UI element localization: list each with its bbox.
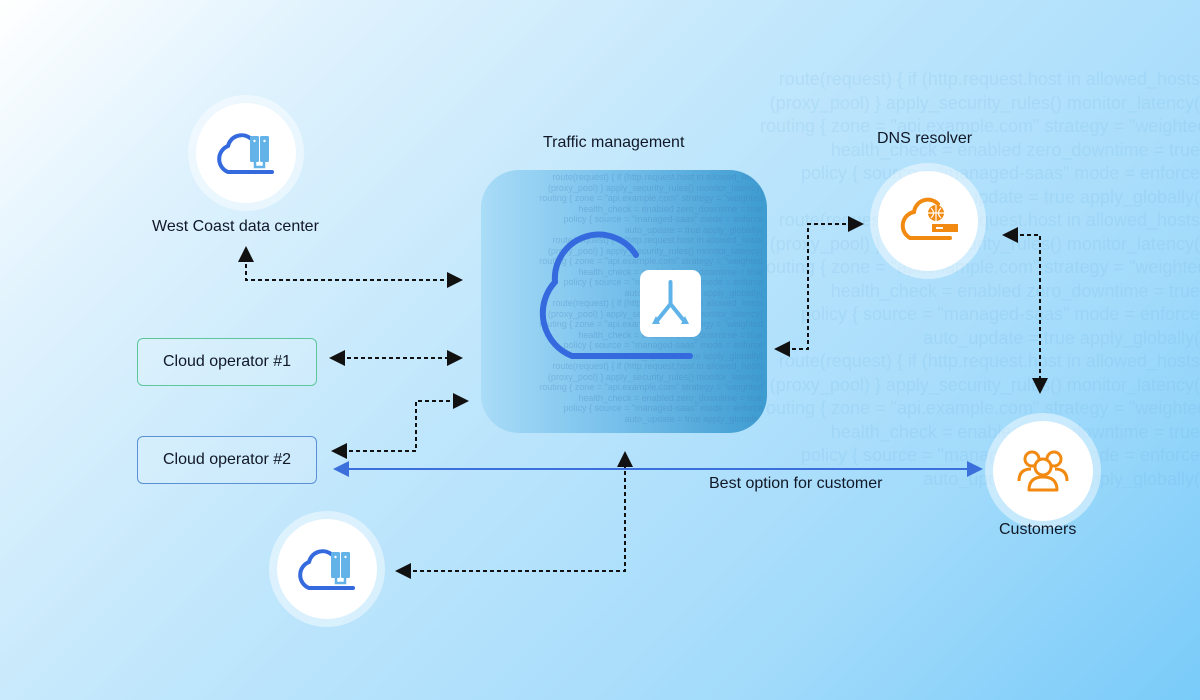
edge-bottomdc-traffic	[395, 451, 633, 579]
background-code-line: route(request) { if (http.request.host i…	[778, 351, 1200, 371]
code-line: routing { zone = "api.example.com" strat…	[539, 193, 763, 203]
best-option-label: Best option for customer	[709, 475, 883, 492]
customers-label: Customers	[999, 521, 1077, 538]
code-line: auto_update = true apply_globally(	[624, 224, 763, 235]
background-code-line: (proxy_pool) } apply_security_rules() mo…	[769, 233, 1200, 254]
code-line: (proxy_pool) } apply_security_rules() mo…	[547, 182, 763, 193]
cloud-server-icon	[217, 133, 274, 174]
west-coast-data-center-label: West Coast data center	[152, 218, 319, 235]
background-code-line: routing { zone = "api.example.com" strat…	[760, 116, 1200, 136]
background-code-line: health_check = enabled zero_downtime = t…	[830, 139, 1200, 160]
edge-dns-customers	[1002, 227, 1048, 394]
code-line: (proxy_pool) } apply_security_rules() mo…	[547, 371, 763, 382]
background-code-line: routing { zone = "api.example.com" strat…	[760, 398, 1200, 418]
bottom-data-center-node[interactable]	[269, 511, 385, 627]
cloud-operator-2-box[interactable]: Cloud operator #2	[137, 436, 317, 484]
background-code-line: auto_update = true apply_globally(	[923, 327, 1200, 348]
dns-resolver-label: DNS resolver	[877, 130, 973, 147]
code-line: routing { zone = "api.example.com" strat…	[539, 382, 763, 392]
cloud-dns-globe-icon	[900, 197, 958, 240]
traffic-management-title: Traffic management	[543, 134, 685, 151]
edge-westcoast-traffic	[238, 246, 463, 288]
traffic-split-icon	[640, 270, 701, 337]
code-line: route(request) { if (http.request.host i…	[552, 361, 763, 371]
cloud-operator-2-label: Cloud operator #2	[162, 451, 292, 468]
background-code-line: (proxy_pool) } apply_security_rules() mo…	[769, 92, 1200, 113]
code-line: route(request) { if (http.request.host i…	[552, 172, 763, 182]
code-line: health_check = enabled zero_downtime = t…	[578, 392, 763, 403]
cloud-operator-1-box[interactable]: Cloud operator #1	[137, 338, 317, 386]
code-line: auto_update = true apply_globally(	[624, 350, 763, 361]
edge-operator2-traffic	[331, 393, 469, 459]
dns-resolver-node[interactable]	[870, 163, 986, 279]
background-code-line: policy { source = "managed-saas" mode = …	[800, 304, 1200, 324]
cloud-operator-1-label: Cloud operator #1	[162, 353, 292, 370]
customers-node[interactable]	[985, 413, 1101, 529]
west-coast-data-center-node[interactable]	[188, 95, 304, 211]
users-group-icon	[1017, 450, 1069, 492]
background-code-line: route(request) { if (http.request.host i…	[778, 69, 1200, 89]
code-line: policy { source = "managed-saas" mode = …	[563, 403, 763, 413]
background-code-line: routing { zone = "api.example.com" strat…	[760, 257, 1200, 277]
background-code-line: auto_update = true apply_globally(	[923, 186, 1200, 207]
edge-traffic-dns	[774, 216, 864, 357]
cloud-server-icon	[298, 549, 355, 590]
code-line: health_check = enabled zero_downtime = t…	[578, 203, 763, 214]
code-line: auto_update = true apply_globally(	[624, 413, 763, 424]
background-code-line: (proxy_pool) } apply_security_rules() mo…	[769, 374, 1200, 395]
code-line: policy { source = "managed-saas" mode = …	[563, 214, 763, 224]
